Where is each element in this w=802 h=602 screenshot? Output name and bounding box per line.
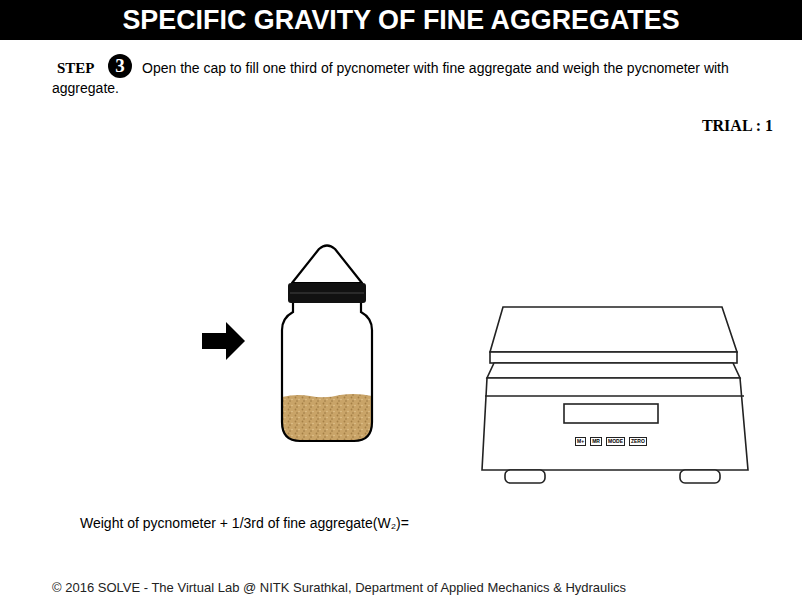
pycnometer	[278, 246, 376, 446]
button-label: ZERO	[631, 438, 645, 445]
button-label: MR	[592, 438, 600, 445]
weight-readout: Weight of pycnometer + 1/3rd of fine agg…	[80, 513, 409, 533]
scale-button: M+	[575, 437, 586, 446]
copyright-footer: © 2016 SOLVE - The Virtual Lab @ NITK Su…	[52, 579, 626, 597]
scale-button: MR	[590, 437, 602, 446]
scale-button: ZERO	[629, 437, 647, 446]
step-number-circle: 3	[108, 54, 132, 78]
scale-button: MODE	[606, 437, 625, 446]
instruction-text: Open the cap to fill one third of pycnom…	[52, 58, 794, 98]
page-title: SPECIFIC GRAVITY OF FINE AGGREGATES	[0, 0, 802, 40]
step-word: STEP	[57, 58, 95, 78]
button-label: M+	[577, 438, 584, 445]
step-number: 3	[108, 54, 132, 78]
pointer-arrow	[202, 322, 245, 360]
weighing-scale	[482, 307, 748, 483]
title-band	[0, 0, 802, 40]
trial-number: TRIAL : 1	[702, 116, 773, 136]
button-label: MODE	[608, 438, 623, 445]
